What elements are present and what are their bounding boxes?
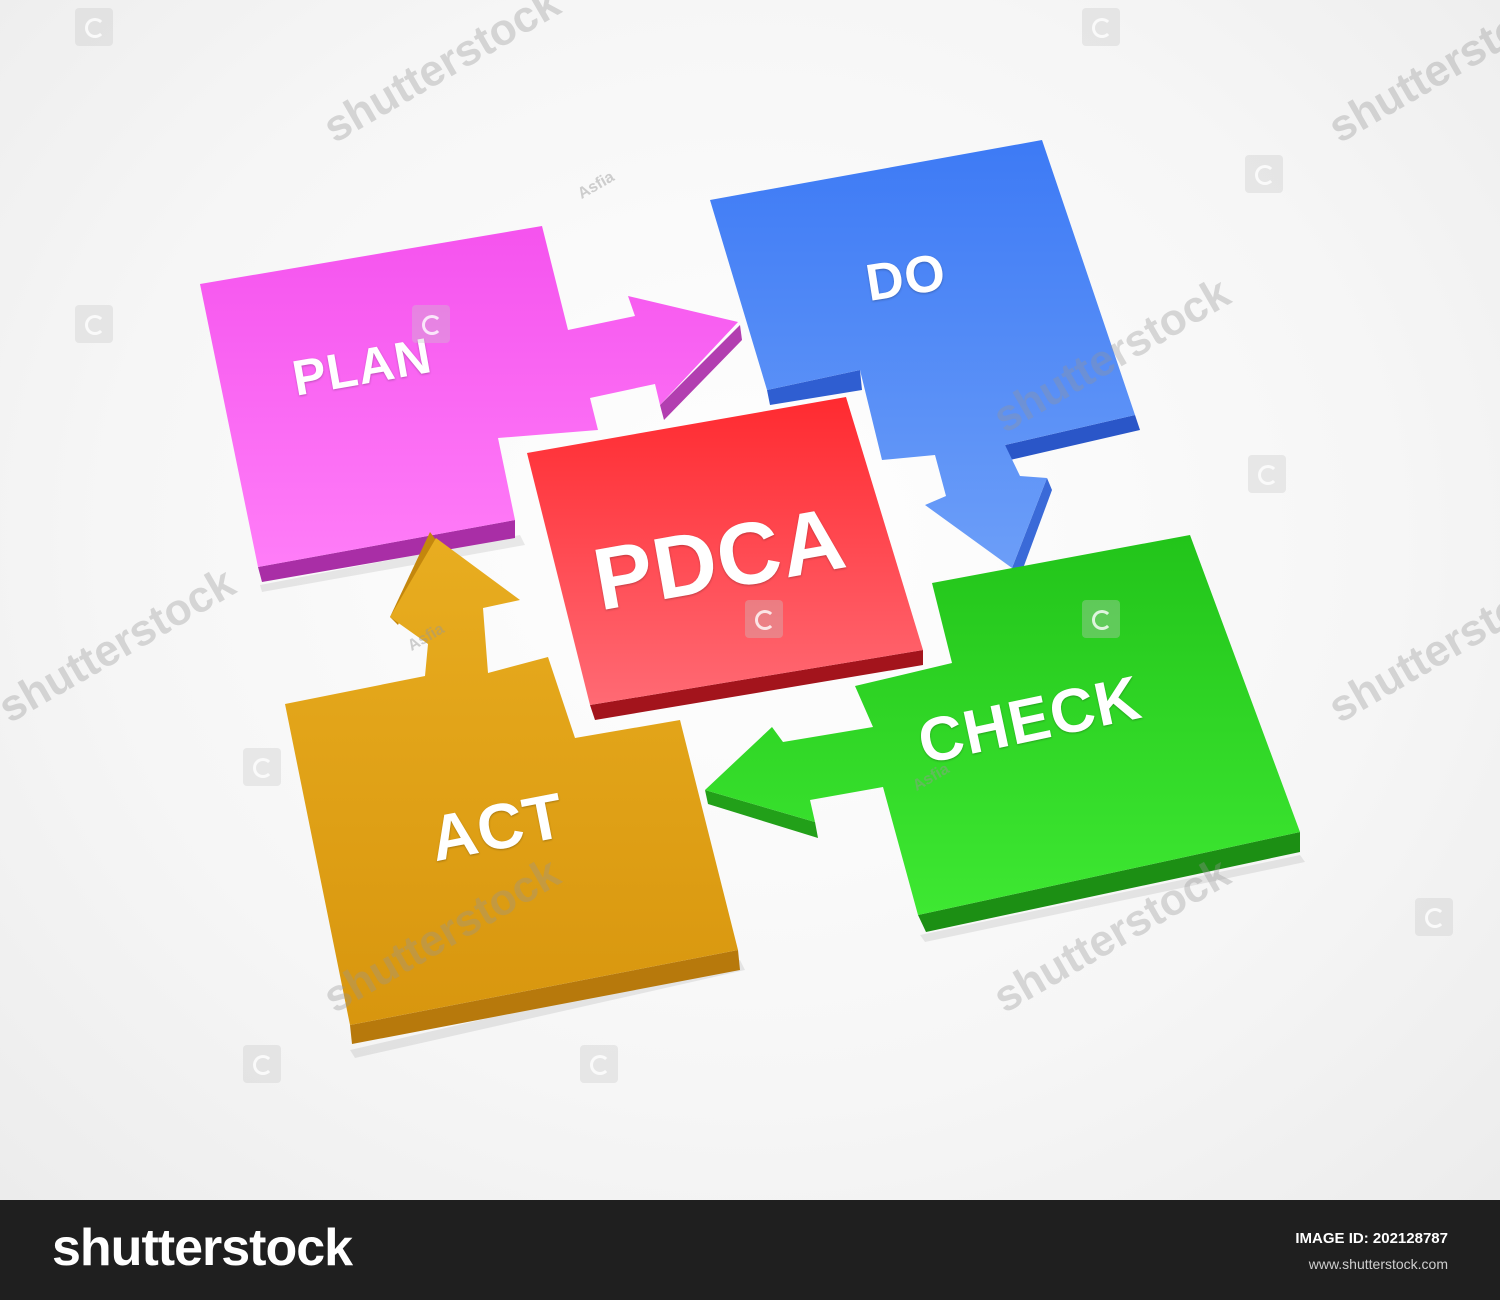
image-id-label: IMAGE ID: bbox=[1295, 1230, 1369, 1247]
footer-bar: shutterstock IMAGE ID: 202128787 www.shu… bbox=[0, 1200, 1500, 1300]
pdca-diagram bbox=[200, 140, 1305, 1058]
act-block-side bbox=[350, 950, 740, 1044]
act-block bbox=[285, 532, 740, 1044]
plan-block bbox=[200, 226, 742, 582]
check-block-face bbox=[705, 535, 1300, 915]
footer-brand-logo: shutterstock bbox=[52, 1219, 353, 1277]
pdca-block bbox=[527, 397, 923, 720]
pdca-block-face bbox=[527, 397, 923, 705]
check-arrow-side bbox=[705, 790, 818, 838]
act-block-face bbox=[285, 538, 738, 1025]
do-block-face bbox=[710, 140, 1135, 568]
do-block bbox=[710, 140, 1140, 582]
pdca-block-side bbox=[590, 650, 923, 720]
plan-block-side bbox=[258, 520, 515, 582]
image-canvas: PLAN DO PDCA CHECK ACT shutterstock shut… bbox=[0, 0, 1500, 1200]
do-arrow-side bbox=[1012, 478, 1052, 582]
do-block-side-left bbox=[767, 370, 862, 405]
check-block-side bbox=[918, 832, 1300, 932]
do-label: DO bbox=[861, 243, 951, 313]
footer-image-id: IMAGE ID: 202128787 bbox=[1295, 1230, 1448, 1247]
check-block bbox=[705, 535, 1300, 932]
plan-arrow-side bbox=[660, 325, 742, 420]
image-id-value: 202128787 bbox=[1372, 1230, 1448, 1247]
plan-block-face bbox=[200, 226, 738, 567]
do-block-side bbox=[1005, 415, 1140, 460]
footer-site-url: www.shutterstock.com bbox=[1308, 1256, 1448, 1272]
